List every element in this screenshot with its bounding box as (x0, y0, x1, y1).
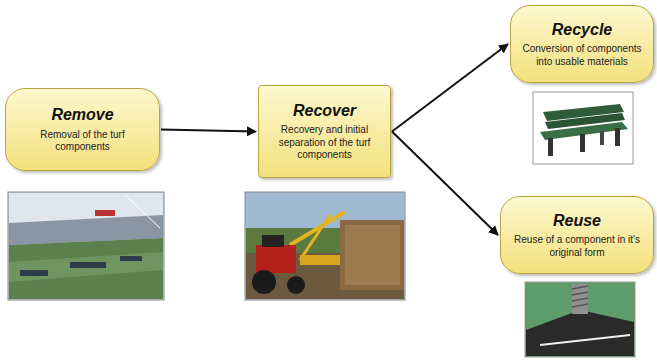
step-box: RemoveRemoval of the turf components (5, 88, 160, 171)
step-description: Reuse of a component in it's original fo… (509, 234, 645, 259)
step-box: RecoverRecovery and initial separation o… (258, 85, 391, 178)
step-description: Conversion of components into usable mat… (519, 43, 645, 68)
step-heading: Remove (51, 105, 113, 124)
step-heading: Recycle (552, 20, 613, 39)
flow-arrow (161, 130, 256, 132)
bench-photo (533, 92, 633, 164)
flow-arrow (392, 132, 498, 236)
step-description: Removal of the turf components (14, 129, 151, 154)
step-heading: Recover (293, 101, 356, 120)
flow-arrow (392, 44, 508, 132)
turf-reuse-photo (525, 282, 635, 357)
step-description: Recovery and initial separation of the t… (267, 124, 382, 162)
stadium-photo (8, 192, 164, 300)
step-heading: Reuse (553, 211, 601, 230)
step-box: ReuseReuse of a component in it's origin… (500, 196, 654, 274)
tractor-photo (245, 192, 405, 300)
step-box: RecycleConversion of components into usa… (510, 5, 654, 83)
